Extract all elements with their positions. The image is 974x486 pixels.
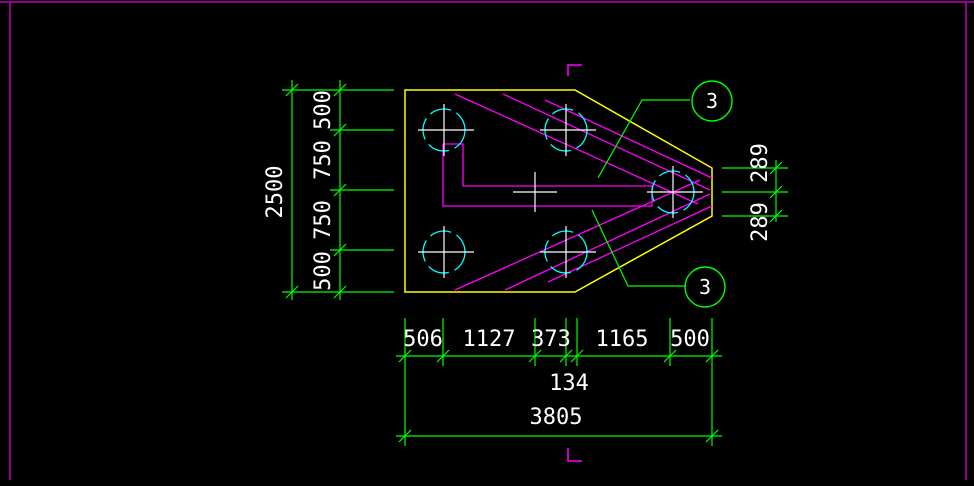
rebar-group [442, 93, 713, 291]
left-tick-f [333, 243, 347, 257]
dim-right-part-2: 289 [748, 202, 773, 242]
right-dimensions [722, 160, 788, 223]
dim-bottom-part-1: 506 [403, 327, 443, 352]
dim-bottom-part-2: 1127 [463, 327, 516, 352]
left-tick-a [285, 83, 299, 97]
left-tick-d [333, 123, 347, 137]
dim-left-total: 2500 [263, 166, 288, 219]
rebar-tag-top: 3 [706, 89, 718, 113]
bottom-tick-c [528, 349, 542, 363]
section-mark-top [567, 64, 582, 76]
rebar-diagonal-4 [454, 179, 701, 291]
dim-left-part-4: 500 [311, 251, 336, 291]
rebar-tag-bottom: 3 [699, 275, 711, 299]
bottom-dimensions [396, 318, 722, 446]
left-tick-e [333, 183, 347, 197]
right-tick-b [769, 185, 783, 199]
rebar-diagonal-2 [502, 93, 711, 191]
pile-cap-outline [404, 89, 713, 293]
bottom-tick-e [570, 349, 584, 363]
bottom-tick-f [663, 349, 677, 363]
left-tick-c [333, 83, 347, 97]
rebar-leader-top [597, 99, 690, 179]
pile-bottom-left [418, 226, 474, 278]
pile-top-right [540, 104, 596, 156]
dim-bottom-part-5: 500 [670, 327, 710, 352]
dim-right-part-1: 289 [748, 143, 773, 183]
dim-bottom-part-4: 1165 [596, 327, 649, 352]
bottom-tick-d [559, 349, 573, 363]
section-mark-bottom [567, 448, 582, 462]
pile-bottom-right [540, 226, 596, 278]
dim-bottom-part-3: 373 [531, 327, 571, 352]
left-tick-g [333, 285, 347, 299]
right-tick-c [769, 209, 783, 223]
bottom-tick-h [398, 429, 412, 443]
bottom-tick-i [705, 429, 719, 443]
left-dimensions [282, 80, 394, 300]
rebar-leader-bottom [591, 209, 686, 287]
bottom-tick-a [398, 349, 412, 363]
right-tick-a [769, 161, 783, 175]
dim-bottom-extra: 134 [549, 371, 589, 396]
bottom-tick-b [436, 349, 450, 363]
dim-left-part-2: 750 [311, 140, 336, 180]
rebar-tag-circle-top [691, 80, 733, 122]
rebar-diagonal-1 [454, 93, 699, 205]
pile-top-left [418, 104, 474, 156]
rebar-tag-circle-bottom [684, 266, 726, 308]
left-tick-b [285, 285, 299, 299]
pile-apex [647, 166, 703, 218]
dim-left-part-1: 500 [311, 90, 336, 130]
bottom-tick-g [705, 349, 719, 363]
rebar-bent-bar [442, 143, 653, 207]
rebar-diagonal-6 [547, 205, 713, 283]
dim-left-part-3: 750 [311, 200, 336, 240]
dim-bottom-total: 3805 [530, 405, 583, 430]
rebar-diagonal-3 [544, 99, 713, 179]
